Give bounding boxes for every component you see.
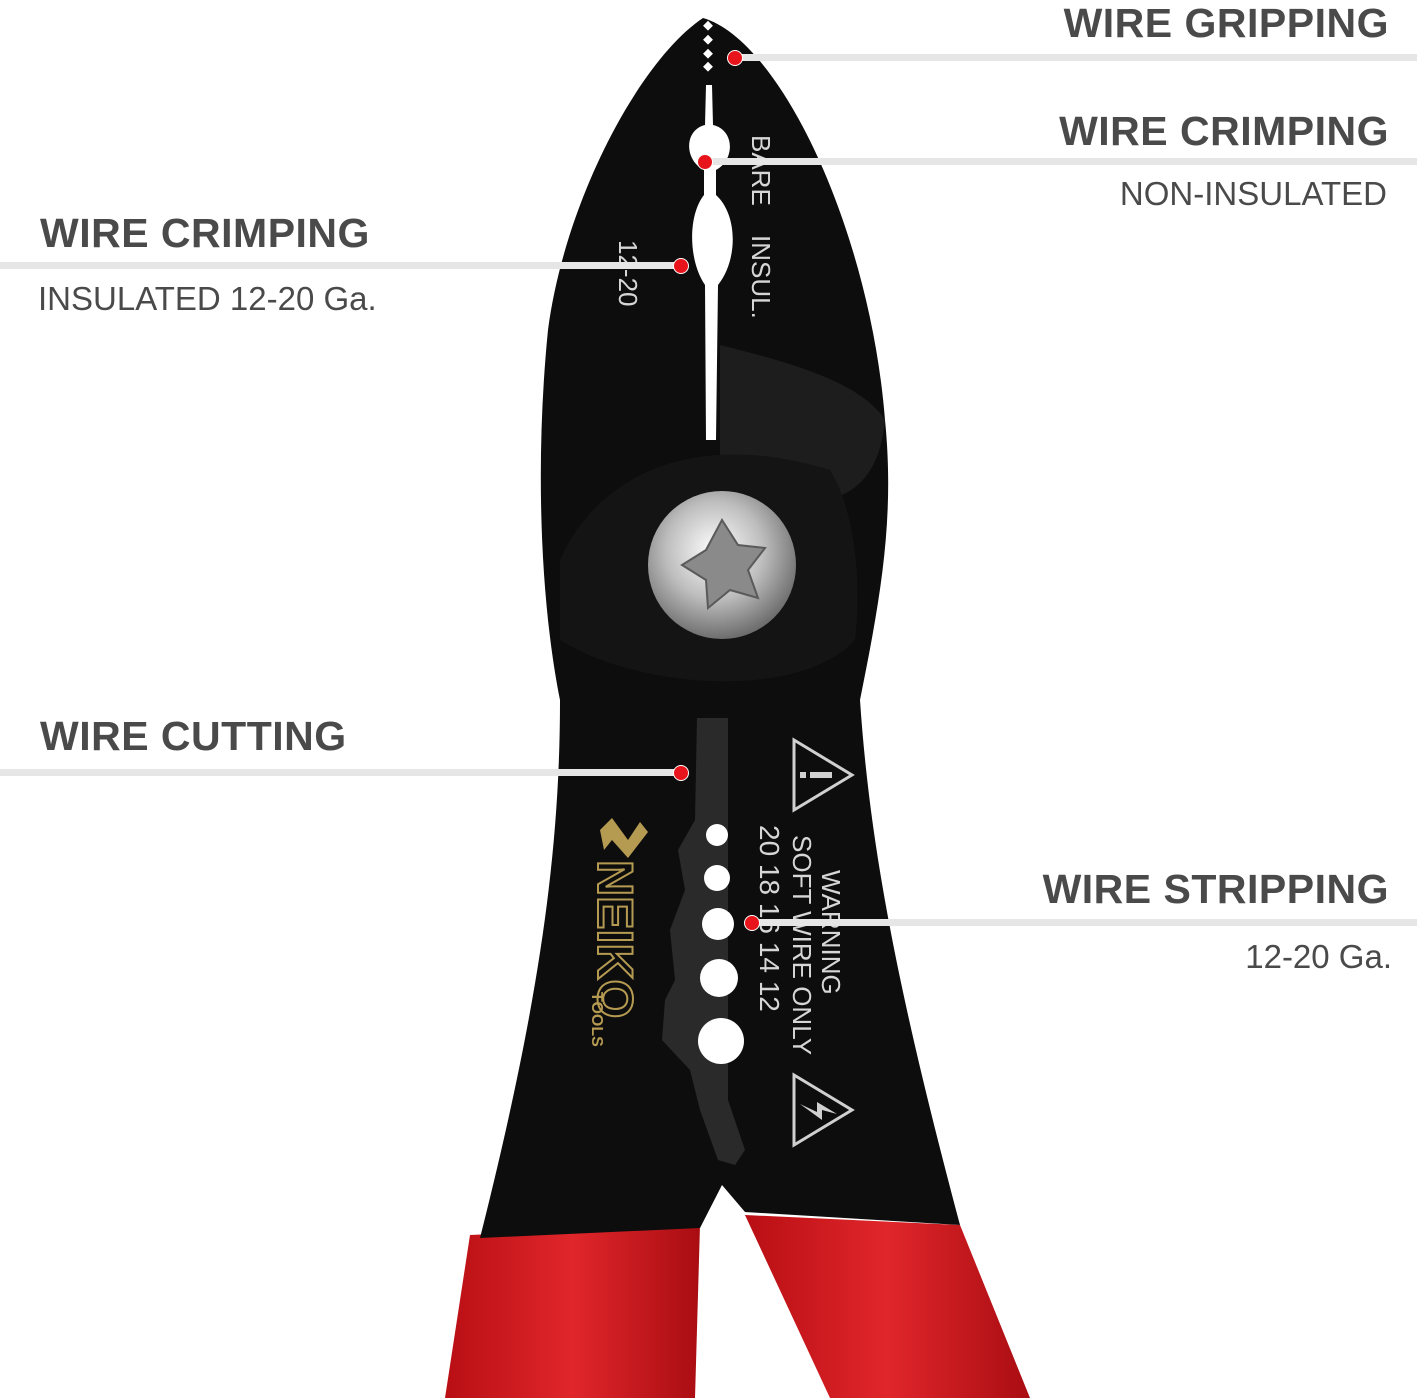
crimping-bare-title: WIRE CRIMPING [1059,108,1389,154]
brand-name: NEIKO [587,860,643,1018]
crimping-bare-leader [705,158,1417,165]
gripping-serrations [703,20,713,72]
cutting-title: WIRE CUTTING [40,713,347,759]
crimping-insulated-leader [0,262,682,269]
crimping-insulated-title: WIRE CRIMPING [40,210,370,256]
strip-holes [698,824,744,1064]
pivot-screw-icon [648,491,796,639]
cutting-leader [0,769,682,776]
insul-marking: INSUL. [746,235,776,319]
warning-marking: WARNING [816,870,846,995]
jaw-slot [689,85,733,440]
neiko-logo-icon [600,818,648,858]
warning-triangle-icon [792,737,855,813]
gripping-title: WIRE GRIPPING [1063,0,1389,46]
crimping-insulated-subtitle: INSULATED 12-20 Ga. [38,280,377,317]
crimping-bare-subtitle: NON-INSULATED [1119,175,1387,212]
left-handle-grip [445,1225,700,1398]
gripping-marker [727,50,743,66]
gauge-numbers-marking: 20 18 16 14 12 [754,825,785,1012]
stripping-marker [744,915,760,931]
crimping-bare-marker [697,154,713,170]
electric-hazard-icon [792,1072,855,1148]
cutting-marker [673,765,689,781]
bare-marking: BARE [746,135,776,206]
stripping-subtitle: 12-20 Ga. [1245,938,1392,975]
brand-sub: TOOLS [588,992,605,1047]
stripping-leader [752,919,1417,926]
gripping-leader [740,54,1417,61]
right-handle-grip [745,1215,1030,1398]
gauge-range-marking: 12-20 [613,240,643,307]
crimping-insulated-marker [673,258,689,274]
soft-wire-marking: SOFT WIRE ONLY [787,835,817,1055]
stripping-title: WIRE STRIPPING [1042,866,1389,912]
